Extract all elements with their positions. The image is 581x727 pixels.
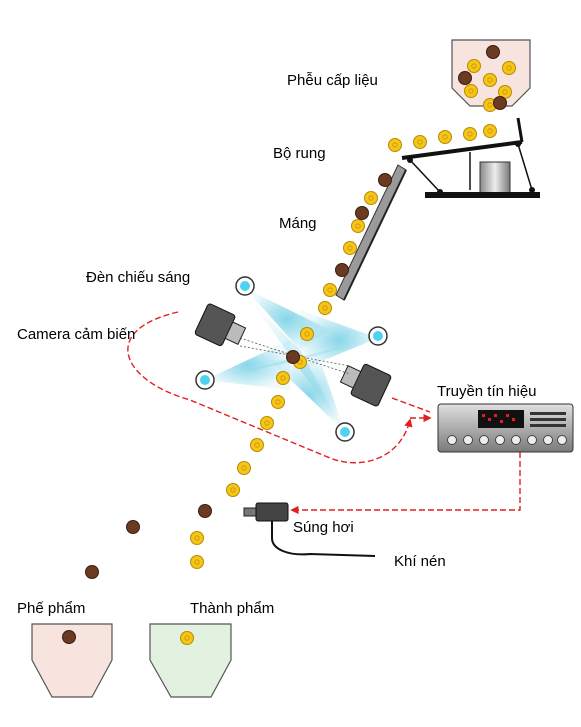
good-bean-highlight — [264, 420, 270, 426]
good-bean-highlight — [327, 287, 333, 293]
controller-box — [437, 403, 574, 453]
air-gun-icon — [243, 502, 376, 557]
label-compressed-air: Khí nén — [394, 553, 446, 570]
good-bean-highlight — [322, 305, 328, 311]
bad-bean — [458, 71, 472, 85]
label-lights: Đèn chiếu sáng — [86, 269, 190, 286]
good-bean-highlight — [471, 63, 477, 69]
good-bean-highlight — [355, 223, 361, 229]
good-bean-highlight — [417, 139, 423, 145]
bad-bean — [286, 350, 300, 364]
good-bean-highlight — [487, 128, 493, 134]
reject-bin — [31, 623, 113, 698]
bad-bean — [486, 45, 500, 59]
good-bean-highlight — [194, 559, 200, 565]
label-air-gun: Súng hơi — [293, 519, 354, 536]
good-bean — [190, 531, 204, 545]
good-bean — [388, 138, 402, 152]
good-bean-highlight — [442, 134, 448, 140]
label-vibrator: Bộ rung — [273, 145, 326, 162]
label-reject: Phế phẩm — [17, 600, 85, 617]
good-bean — [467, 59, 481, 73]
good-bean — [463, 127, 477, 141]
good-bean-highlight — [467, 131, 473, 137]
chute — [335, 164, 407, 301]
good-bean — [364, 191, 378, 205]
lamp-icon — [235, 276, 255, 296]
bad-bean — [335, 263, 349, 277]
good-bean — [323, 283, 337, 297]
camera-sightline — [239, 345, 351, 367]
good-bean-highlight — [468, 88, 474, 94]
label-camera: Camera cảm biến — [17, 326, 135, 343]
good-bean-highlight — [241, 465, 247, 471]
bad-bean — [85, 565, 99, 579]
product-bin — [149, 623, 232, 698]
good-bean — [438, 130, 452, 144]
label-hopper: Phễu cấp liệu — [287, 72, 378, 89]
label-product: Thành phẩm — [190, 600, 274, 617]
good-bean-highlight — [347, 245, 353, 251]
good-bean — [276, 371, 290, 385]
bad-bean — [355, 206, 369, 220]
signal-lines — [127, 311, 521, 515]
bad-bean — [378, 173, 392, 187]
good-bean — [226, 483, 240, 497]
good-bean — [502, 61, 516, 75]
lamp-icon — [195, 370, 215, 390]
good-bean-highlight — [275, 399, 281, 405]
good-bean-highlight — [254, 442, 260, 448]
good-bean — [413, 135, 427, 149]
label-signal: Truyền tín hiệu — [437, 383, 537, 400]
good-bean — [180, 631, 194, 645]
good-bean — [237, 461, 251, 475]
good-bean-highlight — [487, 102, 493, 108]
good-bean — [351, 219, 365, 233]
bad-bean — [493, 96, 507, 110]
label-chute: Máng — [279, 215, 317, 232]
good-bean-highlight — [502, 89, 508, 95]
bad-bean — [126, 520, 140, 534]
bad-bean — [198, 504, 212, 518]
lamp-icon — [368, 326, 388, 346]
vibrator — [401, 117, 540, 198]
good-bean-highlight — [230, 487, 236, 493]
good-bean — [271, 395, 285, 409]
good-bean-highlight — [487, 77, 493, 83]
good-bean-highlight — [304, 331, 310, 337]
good-bean-highlight — [506, 65, 512, 71]
good-bean — [190, 555, 204, 569]
good-bean — [318, 301, 332, 315]
bean-layer — [62, 45, 516, 645]
camera-icon — [194, 303, 247, 347]
camera-icon — [339, 363, 392, 407]
good-bean — [483, 124, 497, 138]
good-bean-highlight — [392, 142, 398, 148]
good-bean-highlight — [194, 535, 200, 541]
good-bean-highlight — [280, 375, 286, 381]
bad-bean — [62, 630, 76, 644]
lamp-icon — [335, 422, 355, 442]
good-bean — [250, 438, 264, 452]
good-bean — [300, 327, 314, 341]
good-bean-highlight — [184, 635, 190, 641]
good-bean — [483, 73, 497, 87]
good-bean — [260, 416, 274, 430]
good-bean — [464, 84, 478, 98]
good-bean — [343, 241, 357, 255]
good-bean-highlight — [368, 195, 374, 201]
